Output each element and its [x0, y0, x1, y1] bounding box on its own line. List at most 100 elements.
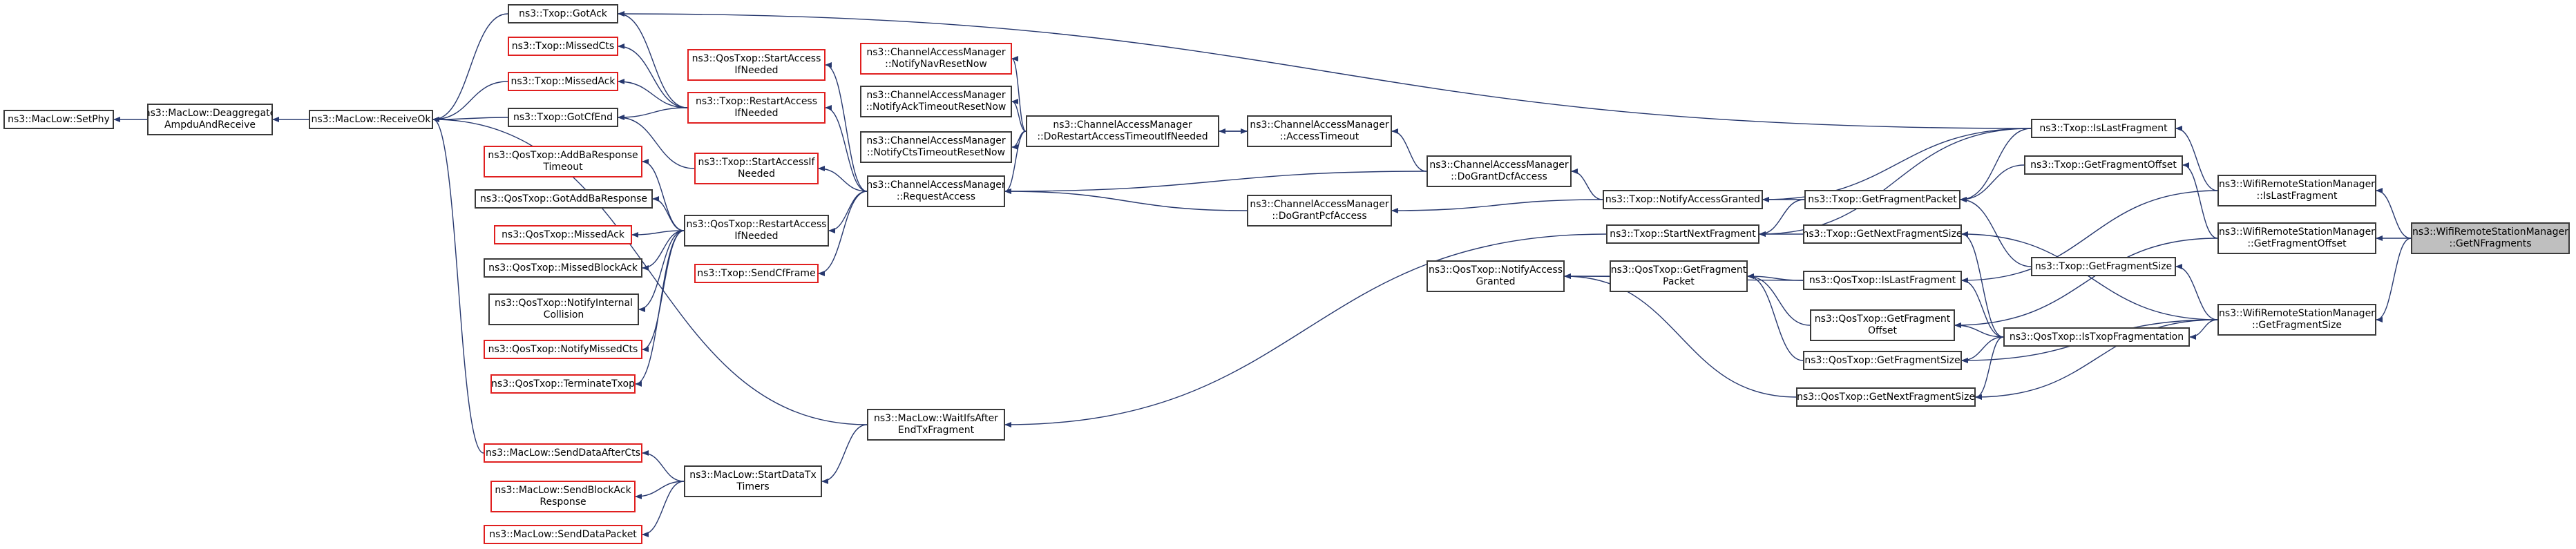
call-edge — [432, 13, 508, 122]
call-edge — [2175, 126, 2218, 191]
call-edge — [1391, 199, 1603, 213]
call-edge — [642, 159, 685, 231]
call-edge — [1011, 56, 1027, 132]
node-cam-dograntpcfaccess[interactable]: ns3::ChannelAccessManager::DoGrantPcfAcc… — [1247, 195, 1392, 227]
call-edge — [618, 79, 688, 108]
call-edge — [432, 117, 484, 454]
node-qostxop-missedack[interactable]: ns3::QosTxop::MissedAck — [494, 225, 632, 244]
call-edge — [818, 166, 868, 192]
node-qostxop-istxopfragmentation[interactable]: ns3::QosTxop::IsTxopFragmentation — [2003, 327, 2190, 347]
call-edge — [825, 105, 868, 192]
node-qostxop-islastfragment[interactable]: ns3::QosTxop::IsLastFragment — [1803, 271, 1962, 290]
call-edge — [1961, 231, 2004, 338]
call-edge — [2376, 188, 2412, 239]
node-txop-getfragmentsize[interactable]: ns3::Txop::GetFragmentSize — [2031, 257, 2176, 276]
call-edge — [1960, 197, 2032, 267]
call-edge — [1961, 190, 2218, 283]
call-edge — [1004, 171, 1427, 194]
call-edge — [1564, 273, 1797, 398]
call-edge — [618, 11, 688, 108]
node-txop-missedack[interactable]: ns3::Txop::MissedAck — [508, 72, 618, 91]
call-edge — [631, 230, 685, 238]
call-edge — [1011, 99, 1027, 132]
call-edge — [821, 424, 868, 484]
call-edge — [638, 230, 685, 312]
call-edge — [1391, 128, 1427, 172]
node-txop-getfragmentpacket[interactable]: ns3::Txop::GetFragmentPacket — [1804, 190, 1960, 209]
node-qostxop-getfragmentsize[interactable]: ns3::QosTxop::GetFragmentSize — [1803, 351, 1962, 370]
node-wrsm-getfragmentsize[interactable]: ns3::WifiRemoteStationManager::GetFragme… — [2217, 304, 2376, 336]
node-txop-startnextfragment[interactable]: ns3::Txop::StartNextFragment — [1606, 224, 1759, 244]
node-qostxop-getnextfragmentsize[interactable]: ns3::QosTxop::GetNextFragmentSize — [1796, 387, 1976, 407]
call-edge — [1747, 273, 1811, 326]
node-wrsm-getnfragments-root[interactable]: ns3::WifiRemoteStationManager::GetNFragm… — [2411, 222, 2570, 254]
call-edge — [642, 230, 685, 271]
node-wrsm-getfragmentoffset[interactable]: ns3::WifiRemoteStationManager::GetFragme… — [2217, 222, 2376, 254]
node-qostxop-notifymissedcts[interactable]: ns3::QosTxop::NotifyMissedCts — [484, 340, 642, 359]
node-maclow-receiveok[interactable]: ns3::MacLow::ReceiveOk — [309, 110, 433, 129]
call-edge — [652, 196, 685, 231]
call-edge — [635, 481, 685, 499]
call-edge — [2175, 264, 2218, 320]
node-cam-accesstimeout[interactable]: ns3::ChannelAccessManager::AccessTimeout — [1247, 115, 1392, 147]
call-edge — [1762, 128, 2032, 202]
node-cam-notifyacktimeoutresetnow[interactable]: ns3::ChannelAccessManager::NotifyAckTime… — [860, 86, 1012, 117]
call-edge — [1747, 273, 1804, 361]
call-edge — [818, 191, 868, 276]
node-qostxop-missedblockack[interactable]: ns3::QosTxop::MissedBlockAck — [484, 258, 642, 278]
call-edge — [828, 191, 868, 233]
call-edge — [2376, 238, 2412, 322]
call-edge — [2189, 319, 2218, 340]
node-cam-requestaccess[interactable]: ns3::ChannelAccessManager::RequestAccess — [867, 175, 1005, 207]
node-maclow-senddatapacket[interactable]: ns3::MacLow::SendDataPacket — [484, 525, 642, 544]
call-edge — [1954, 238, 2218, 328]
call-edge — [618, 107, 688, 120]
node-txop-gotcfend[interactable]: ns3::Txop::GotCfEnd — [508, 108, 618, 127]
node-maclow-senddataaftercts[interactable]: ns3::MacLow::SendDataAfterCts — [484, 443, 642, 463]
node-cam-notifyctstimeoutresetnow[interactable]: ns3::ChannelAccessManager::NotifyCtsTime… — [860, 131, 1012, 163]
call-edge — [1747, 273, 1804, 281]
node-txop-getnextfragmentsize[interactable]: ns3::Txop::GetNextFragmentSize — [1803, 224, 1962, 244]
call-edge — [432, 81, 508, 122]
call-edge — [1961, 231, 2218, 320]
call-edge — [618, 44, 688, 108]
node-txop-notifyaccessgranted[interactable]: ns3::Txop::NotifyAccessGranted — [1603, 190, 1763, 209]
node-txop-getfragmentoffset[interactable]: ns3::Txop::GetFragmentOffset — [2024, 155, 2183, 175]
node-qostxop-terminatetxop[interactable]: ns3::QosTxop::TerminateTxop — [490, 374, 636, 394]
call-edge — [1961, 278, 2004, 338]
call-edge — [1571, 168, 1603, 200]
node-maclow-setphy[interactable]: ns3::MacLow::SetPhy — [3, 110, 114, 129]
call-edge — [1004, 233, 1607, 427]
node-txop-islastfragment[interactable]: ns3::Txop::IsLastFragment — [2031, 119, 2176, 138]
node-txop-missedcts[interactable]: ns3::Txop::MissedCts — [508, 37, 618, 56]
call-edge — [1961, 336, 2004, 363]
node-txop-gotack[interactable]: ns3::Txop::GotAck — [508, 4, 618, 23]
node-cam-dograntdcfaccess[interactable]: ns3::ChannelAccessManager::DoGrantDcfAcc… — [1427, 155, 1572, 187]
node-cam-dorestartaccesstimeoutifneeded[interactable]: ns3::ChannelAccessManager::DoRestartAcce… — [1026, 115, 1219, 147]
node-txop-sendcfframe[interactable]: ns3::Txop::SendCfFrame — [694, 264, 819, 283]
call-edge — [1960, 128, 2032, 202]
call-edge — [1004, 189, 1248, 211]
call-edge — [1759, 199, 1805, 237]
node-qostxop-gotaddbaresponse[interactable]: ns3::QosTxop::GotAddBaResponse — [475, 189, 653, 209]
call-edge — [618, 11, 2032, 129]
call-edge — [1975, 336, 2004, 400]
node-cam-notifynavresetnow[interactable]: ns3::ChannelAccessManager::NotifyNavRese… — [860, 43, 1012, 75]
node-wrsm-islastfragment[interactable]: ns3::WifiRemoteStationManager::IsLastFra… — [2217, 175, 2376, 206]
call-edge — [618, 115, 695, 169]
